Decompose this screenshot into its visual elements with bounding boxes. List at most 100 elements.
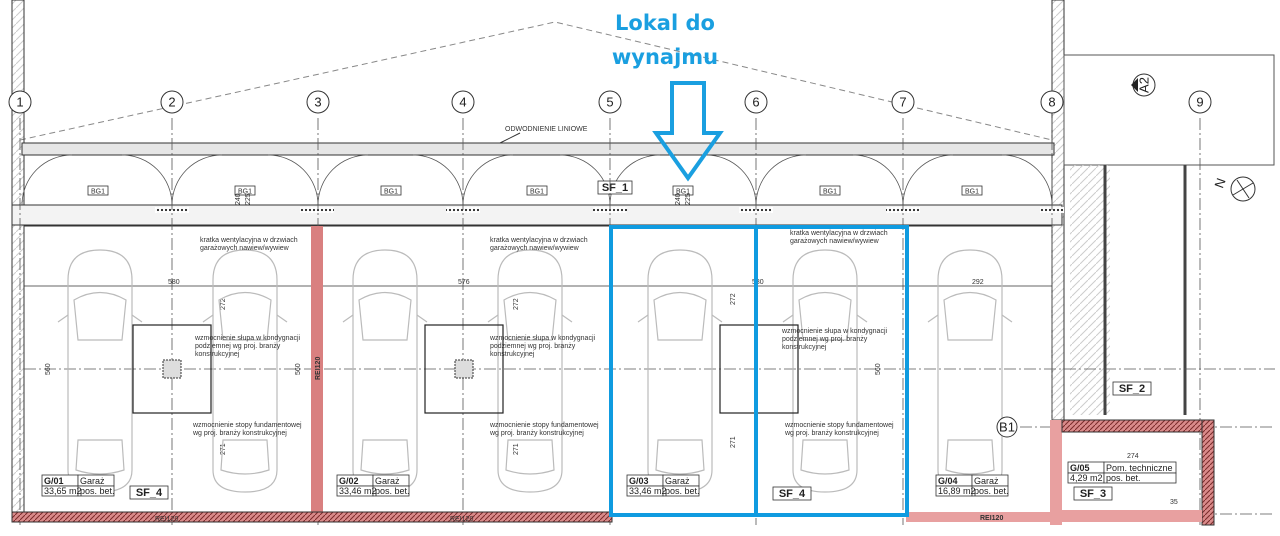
section-marker-a2: A2 [1131,73,1156,97]
axis-marker: 7 [891,90,915,114]
svg-text:BG1: BG1 [384,189,398,196]
sf1-label: SF_1 [602,182,628,194]
svg-text:272: 272 [220,298,227,310]
svg-text:576: 576 [458,279,470,286]
axis-marker: 1 [8,90,32,114]
svg-text:G/01: G/01 [44,476,64,486]
drainage-note: ODWODNIENIE LINIOWE [505,126,588,133]
svg-text:16,89 m2: 16,89 m2 [938,486,976,496]
svg-text:580: 580 [168,279,180,286]
car-outline [202,249,288,493]
svg-text:SF_4: SF_4 [136,487,163,499]
svg-text:560: 560 [295,363,302,375]
svg-text:REI120: REI120 [155,516,178,523]
fire-walls: REI120 REI120 REI120 REI120 [11,226,1215,526]
svg-text:560: 560 [45,363,52,375]
svg-text:wg proj. branży konstrukcyjnej: wg proj. branży konstrukcyjnej [192,430,287,437]
garage-doors [21,154,1053,206]
door-tags: BG1 BG1 BG1 BG1 BG1 BG1 BG1 [87,185,983,196]
garage-interior [23,225,1053,515]
svg-text:konstrukcyjnej: konstrukcyjnej [195,351,240,358]
svg-text:240: 240 [235,193,242,205]
axis-marker: 4 [451,90,475,114]
svg-text:kratka wentylacyjna w drzwiach: kratka wentylacyjna w drzwiach [790,230,888,237]
b1-marker: B1 [996,416,1018,438]
svg-text:1: 1 [16,95,23,110]
svg-text:Garaż: Garaż [974,476,999,486]
svg-text:Garaż: Garaż [375,476,400,486]
svg-text:SF_3: SF_3 [1080,488,1106,500]
svg-text:560: 560 [875,363,882,375]
axis-marker: 2 [160,90,184,114]
svg-text:225: 225 [685,193,692,205]
svg-text:garażowych nawiew/wywiew: garażowych nawiew/wywiew [200,245,290,252]
svg-text:271: 271 [220,443,227,455]
svg-text:272: 272 [730,293,737,305]
svg-text:4,29 m2: 4,29 m2 [1070,473,1103,483]
svg-text:274: 274 [1127,453,1139,460]
svg-text:33,46 m2: 33,46 m2 [629,486,667,496]
svg-text:N: N [1211,176,1228,190]
svg-text:33,46 m2: 33,46 m2 [339,486,377,496]
svg-text:5: 5 [606,95,613,110]
sf1-tag [597,180,633,195]
svg-text:272: 272 [513,298,520,310]
svg-text:wzmocnienie słupa w kondygnacj: wzmocnienie słupa w kondygnacji [489,335,595,342]
svg-text:wzmocnienie stopy fundamentowe: wzmocnienie stopy fundamentowej [192,422,302,429]
car-outline [487,249,573,493]
svg-text:3: 3 [314,95,321,110]
down-arrow-icon [652,81,724,182]
svg-text:8: 8 [1048,95,1055,110]
svg-text:wzmocnienie stopy fundamentowe: wzmocnienie stopy fundamentowej [784,422,894,429]
svg-text:A2: A2 [1137,77,1152,93]
callout-line-1: Lokal do [615,11,715,35]
sf-tags: SF_4 SF_4 SF_2 SF_3 [129,381,1152,501]
svg-text:G/04: G/04 [938,476,958,486]
svg-text:wg proj. branży konstrukcyjnej: wg proj. branży konstrukcyjnej [784,430,879,437]
svg-text:BG1: BG1 [823,189,837,196]
svg-text:33,65 m2: 33,65 m2 [44,486,82,496]
svg-text:wzmocnienie stopy fundamentowe: wzmocnienie stopy fundamentowej [489,422,599,429]
linear-drainage [21,142,1055,156]
svg-text:kratka wentylacyjna w drzwiach: kratka wentylacyjna w drzwiach [490,237,588,244]
svg-text:wzmocnienie słupa w kondygnacj: wzmocnienie słupa w kondygnacji [194,335,300,342]
svg-text:pos. bet.: pos. bet. [80,486,115,496]
columns [162,359,474,379]
structural-notes: wzmocnienie słupa w kondygnacji podziemne… [192,230,894,437]
svg-text:kratka wentylacyjna w drzwiach: kratka wentylacyjna w drzwiach [200,237,298,244]
svg-text:271: 271 [730,436,737,448]
svg-text:konstrukcyjnej: konstrukcyjnej [782,344,827,351]
svg-text:BG1: BG1 [238,189,252,196]
svg-text:225: 225 [245,193,252,205]
svg-text:BG1: BG1 [530,189,544,196]
svg-text:konstrukcyjnej: konstrukcyjnej [490,351,535,358]
axis-marker: 8 [1040,90,1064,114]
svg-text:pos. bet.: pos. bet. [1106,473,1141,483]
svg-text:240: 240 [675,193,682,205]
svg-text:9: 9 [1196,95,1203,110]
svg-text:Garaż: Garaż [80,476,105,486]
svg-text:BG1: BG1 [965,189,979,196]
svg-text:B1: B1 [999,420,1015,435]
highlighted-rental-unit[interactable] [609,225,909,517]
footing-reinforcements [132,324,799,414]
svg-text:garażowych nawiew/wywiew: garażowych nawiew/wywiew [790,238,880,245]
svg-text:Pom. techniczne: Pom. techniczne [1106,463,1173,473]
svg-text:pos. bet.: pos. bet. [974,486,1009,496]
svg-text:BG1: BG1 [676,189,690,196]
svg-text:2: 2 [168,95,175,110]
svg-text:7: 7 [899,95,906,110]
svg-text:REI120: REI120 [315,357,322,380]
north-arrow-icon: N [1211,176,1256,202]
svg-text:35: 35 [1170,499,1178,506]
svg-text:podziemnej wg proj. branży: podziemnej wg proj. branży [782,336,868,343]
svg-text:REI120: REI120 [450,516,473,523]
